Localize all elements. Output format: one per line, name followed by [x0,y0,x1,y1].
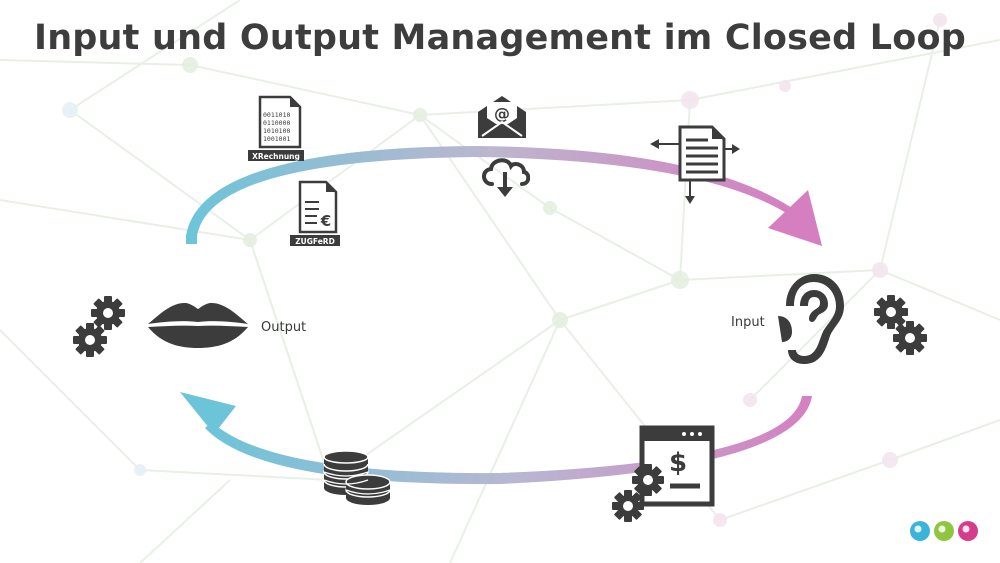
input-label: Input [731,315,765,330]
svg-text:0110000: 0110000 [263,119,290,127]
xrechnung-tag: XRechnung [252,152,300,161]
svg-text:€: € [320,212,331,230]
bottom-arc [205,396,820,485]
brand-dots-logo [910,521,978,541]
document-transfer-icon [650,125,740,204]
page-title: Input und Output Management im Closed Lo… [33,18,967,58]
zugferd-document-icon: € ZUGFeRD [290,180,340,246]
output-gears-icon [73,296,125,357]
bottom-arrowhead [180,392,236,434]
email-icon: @ [478,96,526,138]
svg-text:@: @ [494,104,510,123]
svg-text:0011010: 0011010 [263,111,290,119]
zugferd-tag: ZUGFeRD [295,237,335,246]
input-gears-icon [874,295,927,355]
svg-text:$: $ [669,448,687,478]
top-arrowhead [768,190,822,246]
billing-window-icon: $ [612,425,715,522]
ear-icon [778,274,844,364]
lips-icon [148,302,248,348]
xrechnung-document-icon: 0011010 0110000 1010100 1001001 XRechnun… [248,95,304,161]
coins-icon [323,450,391,505]
svg-text:1010100: 1010100 [263,127,290,135]
svg-text:1001001: 1001001 [263,135,290,143]
output-label: Output [261,320,307,335]
cloud-download-icon [482,158,530,197]
